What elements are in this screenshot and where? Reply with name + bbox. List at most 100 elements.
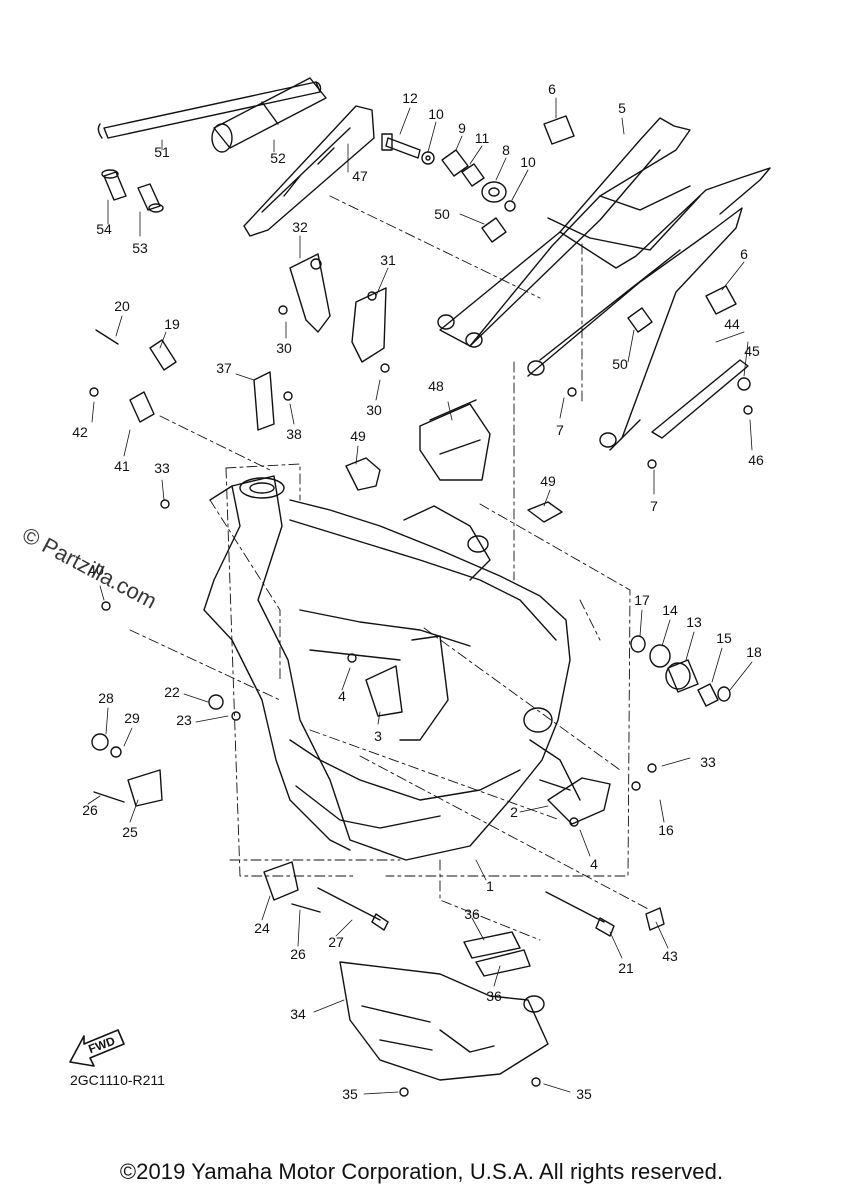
reference-lines (129, 195, 651, 941)
callout-14: 14 (662, 602, 678, 618)
pads-part-36 (463, 931, 531, 977)
callout-46: 46 (748, 452, 764, 468)
callout-25: 25 (122, 824, 138, 840)
nut-washer (208, 694, 241, 721)
callout-8: 8 (502, 142, 510, 158)
clamp-part-a (481, 217, 507, 243)
callout-38: 38 (286, 426, 302, 442)
callout-31: 31 (380, 252, 396, 268)
callout-47: 47 (352, 168, 368, 184)
callout-3: 3 (374, 728, 382, 744)
bracket-part-25 (91, 733, 163, 807)
callout-33: 33 (154, 460, 170, 476)
clamp-part-b (627, 307, 653, 333)
callout-10: 10 (428, 106, 444, 122)
callout-36: 36 (486, 988, 502, 1004)
damper-part-a (345, 457, 381, 491)
chain-guide-part (243, 105, 375, 237)
bracket-part-31 (351, 287, 387, 363)
stay-part (651, 359, 751, 439)
clip-part-43 (645, 907, 665, 931)
damper-part-b (527, 501, 563, 523)
callout-7: 7 (650, 498, 658, 514)
callout-45: 45 (744, 343, 760, 359)
engine-bracket-3 (365, 665, 403, 717)
callout-36: 36 (464, 906, 480, 922)
bushing-stack (630, 635, 731, 707)
callout-48: 48 (428, 378, 444, 394)
copyright-footer: ©2019 Yamaha Motor Corporation, U.S.A. A… (119, 1159, 724, 1184)
engine-bracket-2 (547, 777, 611, 825)
callout-28: 28 (98, 690, 114, 706)
callout-35: 35 (576, 1086, 592, 1102)
callout-49: 49 (540, 473, 556, 489)
pin-part-53 (137, 183, 164, 213)
callout-42: 42 (72, 424, 88, 440)
cover-part-48 (419, 399, 491, 481)
callout-23: 23 (176, 712, 192, 728)
leader-lines (87, 97, 753, 1095)
callout-50: 50 (612, 356, 628, 372)
callout-37: 37 (216, 360, 232, 376)
reference-code: 2GC1110-R211 (70, 1072, 165, 1088)
callout-16: 16 (658, 822, 674, 838)
label-sticker-b (705, 285, 737, 315)
callout-22: 22 (164, 684, 180, 700)
callout-29: 29 (124, 710, 140, 726)
pin-part-54 (101, 169, 127, 201)
callout-20: 20 (114, 298, 130, 314)
callout-6: 6 (740, 246, 748, 262)
tool-part (211, 77, 327, 153)
callout-49: 49 (350, 428, 366, 444)
callout-11: 11 (474, 130, 490, 146)
callout-19: 19 (164, 316, 180, 332)
skid-plate-34 (339, 961, 549, 1081)
callout-33: 33 (700, 754, 716, 770)
callout-24: 24 (254, 920, 270, 936)
callout-50: 50 (434, 206, 450, 222)
callout-5: 5 (618, 100, 626, 116)
pivot-hardware (381, 133, 516, 212)
callout-2: 2 (510, 804, 518, 820)
callout-26: 26 (290, 946, 306, 962)
callout-30: 30 (366, 402, 382, 418)
callout-43: 43 (662, 948, 678, 964)
callout-7: 7 (556, 422, 564, 438)
callout-9: 9 (458, 120, 466, 136)
guide-part-37 (253, 371, 275, 431)
callout-34: 34 (290, 1006, 306, 1022)
callout-1: 1 (486, 878, 494, 894)
callout-53: 53 (132, 240, 148, 256)
callout-41: 41 (114, 458, 130, 474)
callout-27: 27 (328, 934, 344, 950)
callout-30: 30 (276, 340, 292, 356)
callout-10: 10 (520, 154, 536, 170)
callout-35: 35 (342, 1086, 358, 1102)
long-bolt-21 (545, 891, 615, 937)
callout-44: 44 (724, 316, 740, 332)
callout-12: 12 (402, 90, 418, 106)
bracket-part-24 (263, 861, 389, 931)
label-sticker-a (543, 115, 575, 145)
callout-54: 54 (96, 221, 112, 237)
callout-4: 4 (590, 856, 598, 872)
callout-21: 21 (618, 960, 634, 976)
bracket-part-32 (289, 253, 331, 333)
callout-51: 51 (154, 144, 170, 160)
small-parts-left (89, 329, 177, 423)
callout-17: 17 (634, 592, 650, 608)
callout-6: 6 (548, 81, 556, 97)
callout-13: 13 (686, 614, 702, 630)
main-frame (203, 475, 581, 861)
callout-15: 15 (716, 630, 732, 646)
callout-26: 26 (82, 802, 98, 818)
fasteners (101, 305, 753, 1097)
fwd-arrow-icon (69, 1029, 125, 1067)
callout-40: 40 (88, 562, 104, 578)
callout-32: 32 (292, 219, 308, 235)
subframe-part (437, 117, 771, 451)
callout-52: 52 (270, 150, 286, 166)
callout-4: 4 (338, 688, 346, 704)
callout-18: 18 (746, 644, 762, 660)
